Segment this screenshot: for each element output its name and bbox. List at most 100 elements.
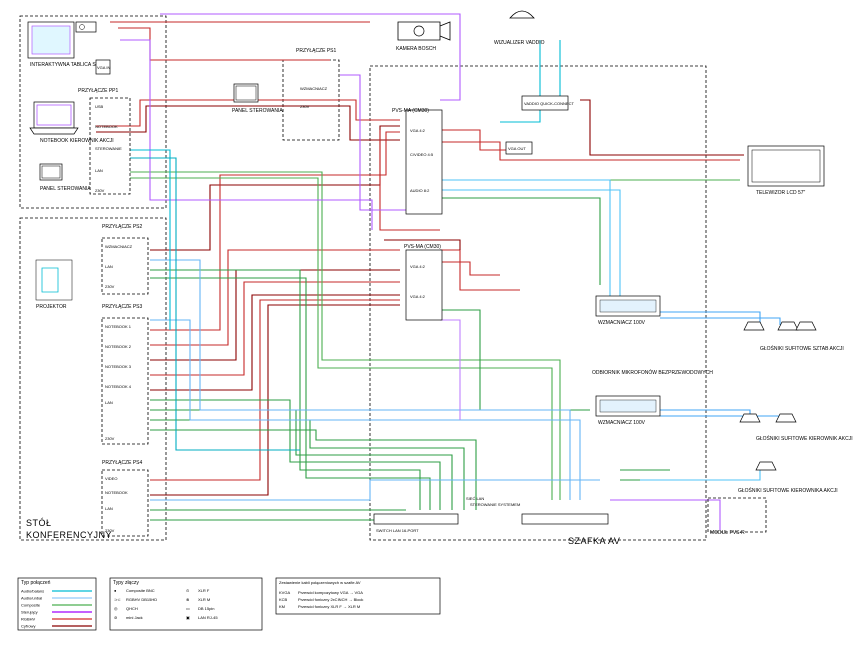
vga-splitter-box bbox=[505, 141, 533, 155]
ps1-wzmacniacz-label: WZMACNIACZ bbox=[300, 86, 328, 91]
legend-connector-label: Composite BNC bbox=[126, 588, 155, 593]
amp1-label: WZMACNIACZ 100V bbox=[598, 320, 646, 326]
legend-cables-title: Typ połączeń bbox=[21, 580, 51, 586]
legend-list-desc: Przewód kompozytowy VGA → VGA bbox=[298, 590, 363, 595]
matrix2-vga2-label: VGA 4:2 bbox=[410, 294, 426, 299]
tv-label: TELEWIZOR LCD 57" bbox=[756, 190, 806, 196]
camera-label: KAMERA BOSCH bbox=[396, 46, 436, 52]
projector-left-icon bbox=[41, 267, 59, 293]
panel-mid-screen-icon bbox=[235, 85, 257, 101]
legend-connector-icon: ▭ bbox=[186, 606, 190, 611]
projector-left-label: PROJEKTOR bbox=[36, 304, 67, 310]
ps3-port6: 230V bbox=[105, 436, 115, 441]
panel-left-screen-icon bbox=[41, 165, 61, 179]
legend-cable-label: RGBHV bbox=[21, 617, 36, 622]
legend-list-title: Zestawienie kabli połączeniowych w szafi… bbox=[279, 580, 361, 585]
visualizer-icon bbox=[509, 10, 535, 19]
vaddio-box bbox=[521, 95, 569, 111]
legend-connector-label: mini Jack bbox=[126, 615, 143, 620]
amp1-panel bbox=[599, 299, 657, 313]
laptop-keyboard-icon bbox=[29, 127, 79, 135]
legend-connector-label: XLR F bbox=[198, 588, 210, 593]
legend-list-desc: Przewód foniczny XLR F → XLR M bbox=[298, 604, 360, 609]
legend-list-desc: Przewód foniczny 2xCINCH → Block bbox=[298, 597, 363, 602]
legend-list-code: KVGA bbox=[279, 590, 290, 595]
matrix1-audio-label: AUDIO 8:2 bbox=[410, 188, 430, 193]
legend-cable-label: Composite bbox=[21, 603, 41, 608]
matrix2-box bbox=[405, 249, 443, 321]
ps3-port4: NOTEBOOK 4 bbox=[105, 384, 132, 389]
modul-label: MODUŁ PVS-R bbox=[710, 530, 745, 536]
ps3-port3: NOTEBOOK 3 bbox=[105, 364, 132, 369]
legend-cables: Typ połączeń Audio/balansAudio/unbalComp… bbox=[17, 577, 97, 631]
ps-top-connector bbox=[95, 59, 111, 75]
legend-connectors: Typy złączy ● Composite BNC ⊃⊂ RGBHV DB15HD… bbox=[109, 577, 263, 631]
legend-connector-label: DB 15pin bbox=[198, 606, 214, 611]
modul-box bbox=[707, 497, 767, 533]
legend-list-code: KCB bbox=[279, 597, 288, 602]
speakers-group-1 bbox=[743, 321, 817, 331]
matrix2-vga1-label: VGA 4:2 bbox=[410, 264, 426, 269]
cable-bundle bbox=[96, 13, 781, 530]
legend-connector-icon: ▣ bbox=[186, 615, 190, 620]
speakers1-label: GŁOŚNIKI SUFITOWE SZTAB AKCJI bbox=[760, 344, 844, 352]
ps2-box bbox=[101, 237, 149, 295]
legend-connectors-title: Typy złączy bbox=[113, 580, 139, 586]
smart-board-label: INTERAKTYWNA TABLICA SMART bbox=[30, 62, 110, 68]
notebook-kierownik-label: NOTEBOOK KIEROWNIK AKCJI bbox=[40, 138, 114, 144]
ps4-box bbox=[101, 469, 149, 537]
camera-lens-icon bbox=[413, 25, 425, 37]
legend-cable-label: Audio/balans bbox=[21, 589, 44, 594]
vga-splitter-label: VGA OUT bbox=[508, 146, 526, 151]
ps3-port2: NOTEBOOK 2 bbox=[105, 344, 132, 349]
stol-line2: KONFERENCYJNY bbox=[26, 530, 112, 540]
speakers-group-3 bbox=[755, 461, 777, 471]
laptop-screen-icon bbox=[36, 104, 72, 126]
matrix1-box bbox=[405, 109, 443, 215]
ps1-power-label: 230V bbox=[300, 104, 310, 109]
pp1-notebook-label: NOTEBOOK bbox=[95, 124, 118, 129]
matrix2-label: PVS-MA (CM30) bbox=[404, 244, 441, 250]
legend-connector-icon: ● bbox=[114, 588, 117, 593]
zone-szafka-av bbox=[369, 65, 707, 541]
ps3-label: PRZYŁĄCZE PS3 bbox=[102, 304, 143, 310]
szafka-label: SZAFKA AV bbox=[568, 536, 620, 546]
ps3-port1: NOTEBOOK 1 bbox=[105, 324, 132, 329]
matrix1-label: PVS-MA (CM30) bbox=[392, 108, 429, 114]
ps2-port3: 230V bbox=[105, 284, 115, 289]
ps4-port2: NOTEBOOK bbox=[105, 490, 128, 495]
amp2-panel bbox=[599, 399, 657, 413]
visualizer-label: WIZUALIZER VADDIO bbox=[494, 40, 545, 46]
speakers-group-2 bbox=[739, 413, 797, 423]
projector-device bbox=[75, 21, 97, 33]
projector-lens-icon bbox=[79, 24, 85, 30]
legend-connector-icon: ⊗ bbox=[186, 597, 189, 602]
legend-connector-icon: ⊃⊂ bbox=[114, 597, 121, 602]
ps2-port1: WZMACNIACZ bbox=[105, 244, 133, 249]
legend-list-code: KM bbox=[279, 604, 285, 609]
vaddio-label: VADDIO QUICK-CONNECT bbox=[524, 101, 574, 106]
legend-connector-label: LAN RJ-45 bbox=[198, 615, 218, 620]
ps4-label: PRZYŁĄCZE PS4 bbox=[102, 460, 143, 466]
ps-top-label: VGA IN bbox=[97, 65, 110, 70]
ps4-port3: LAN bbox=[105, 506, 113, 511]
legend-cable-label: Cyfrowy bbox=[21, 624, 35, 629]
tv-screen-icon bbox=[751, 149, 821, 183]
matrix1-vga-label: VGA 4:2 bbox=[410, 128, 426, 133]
switch-box bbox=[373, 513, 459, 525]
zone-stol-konferencyjny bbox=[19, 217, 167, 541]
legend-connector-icon: ◎ bbox=[114, 606, 118, 611]
receiver-label: ODBIORNIK MIKROFONÓW BEZPRZEWODOWYCH bbox=[592, 369, 713, 376]
stol-line1: STÓŁ bbox=[26, 518, 52, 528]
legend-connector-label: XLR M bbox=[198, 597, 210, 602]
projector-left-box bbox=[35, 259, 73, 301]
ps2-label: PRZYŁĄCZE PS2 bbox=[102, 224, 143, 230]
pp1-power-label: 230V bbox=[95, 188, 105, 193]
ps4-port1: VIDEO bbox=[105, 476, 117, 481]
av-controller-box bbox=[521, 513, 609, 525]
stanowisko-label: STEROWANIE SYSTEMEM bbox=[470, 502, 520, 507]
pp1-usb-label: USB bbox=[95, 104, 104, 109]
legend-connector-label: RGBHV DB15HD bbox=[126, 597, 157, 602]
